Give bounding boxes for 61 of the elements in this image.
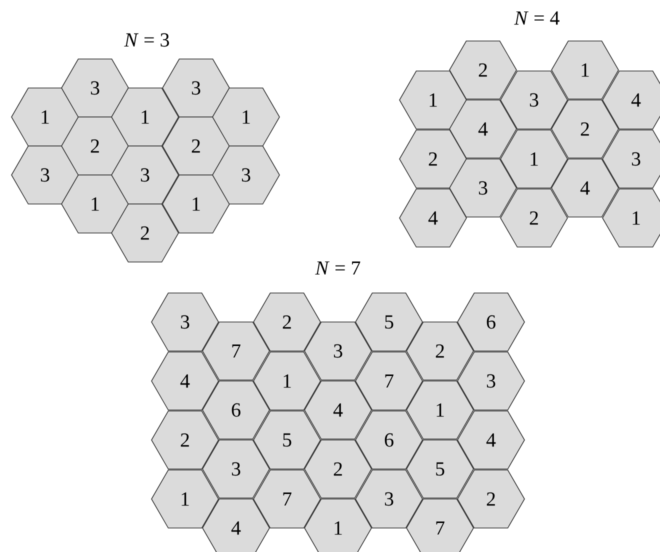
hexagon-cell: 4	[457, 410, 525, 470]
hexagon-cell: 1	[151, 470, 219, 528]
hexagon-cell: 2	[61, 116, 129, 176]
hexagon-cell: 3	[355, 470, 423, 528]
hexagon-cell: 6	[355, 410, 423, 470]
hexagon-cell: 6	[457, 292, 525, 352]
hexagon-cell: 1	[602, 188, 660, 248]
hexagon-cell: 1	[253, 352, 321, 410]
hexagon-cell: 2	[406, 322, 474, 380]
hexagon-cell: 3	[500, 70, 568, 130]
cluster-title: N = 4	[514, 11, 560, 25]
hexagon-cell: 3	[162, 58, 230, 118]
hexagon-cell: 2	[253, 292, 321, 352]
hexagon-cell: 2	[151, 410, 219, 470]
hexagon-cell: 2	[399, 130, 467, 188]
hexagon-cell: 2	[449, 40, 517, 100]
hexagon-cell: 4	[304, 380, 372, 440]
hexagon-cell: 5	[406, 440, 474, 498]
hexagon-cell: 3	[457, 352, 525, 410]
hexagon-cell: 3	[61, 58, 129, 118]
hexagon-cell: 1	[406, 380, 474, 440]
cluster-title: N = 7	[315, 261, 360, 275]
hexagon-cell: 3	[602, 130, 660, 188]
hexagon-cell: 1	[304, 498, 372, 552]
hexagon-cell: 1	[162, 174, 230, 234]
hexagon-cell: 6	[202, 380, 270, 440]
hexagon-cell: 2	[162, 116, 230, 176]
hexagon-cell: 7	[355, 352, 423, 410]
hexagon-cell: 7	[202, 322, 270, 380]
hexagon-cell: 4	[551, 158, 619, 218]
hexagon-cell: 3	[212, 146, 280, 204]
hexagon-cell: 1	[61, 174, 129, 234]
node-label: 3	[632, 152, 640, 166]
hexagon-cell: 7	[406, 498, 474, 552]
hexagon-cell: 4	[399, 188, 467, 248]
hexagon-cell: 5	[355, 292, 423, 352]
hexagon-cell: 2	[457, 470, 525, 528]
hexagon-cell: 3	[111, 146, 179, 204]
hexagon-cell: 1	[11, 88, 79, 146]
node-label: 4	[631, 93, 641, 107]
hexagon-cell: 4	[202, 498, 270, 552]
hexagon-cell: 4	[151, 352, 219, 410]
hexagon-cell: 2	[551, 100, 619, 158]
hexagon-cell: 3	[304, 322, 372, 380]
hexagon-cell: 4	[449, 100, 517, 158]
hexagon-cell: 3	[202, 440, 270, 498]
hexagon-cell: 2	[111, 204, 179, 262]
hexagon-cell: 3	[151, 292, 219, 352]
cluster-title: N = 3	[124, 33, 169, 47]
hexagon-cell: 1	[212, 88, 280, 146]
hexagon-cell: 1	[111, 88, 179, 146]
hexagon-cell: 1	[399, 70, 467, 130]
hexagon-cell: 1	[551, 40, 619, 100]
hexagon-cell: 2	[500, 188, 568, 248]
hexagon-cell: 3	[449, 158, 517, 218]
hexagon-cell: 1	[500, 130, 568, 188]
hexagon-cell: 4	[602, 70, 660, 130]
hexagon-cell: 5	[253, 410, 321, 470]
hexagon-cell: 2	[304, 440, 372, 498]
hexagon-cell: 7	[253, 470, 321, 528]
hexagon-cell: 3	[11, 146, 79, 204]
